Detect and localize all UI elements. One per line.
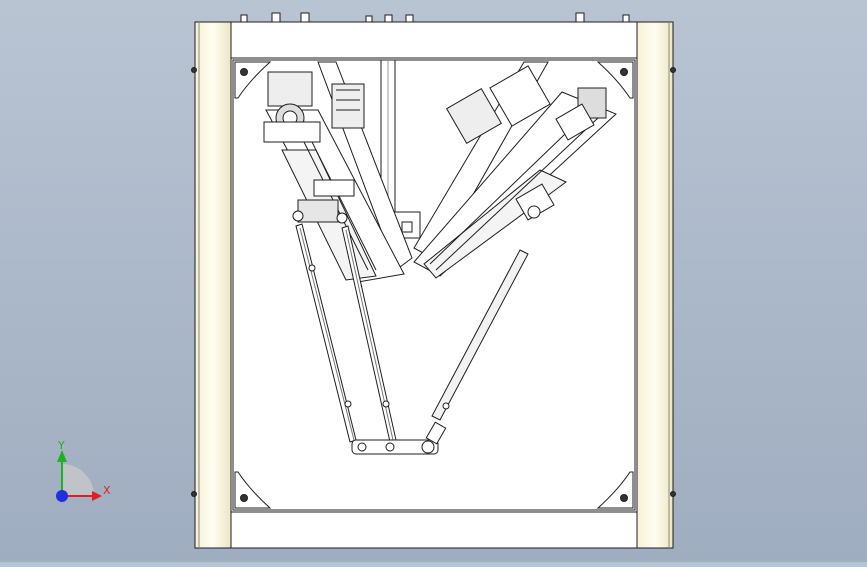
triad-plane-shade — [62, 464, 94, 496]
bottom-beam — [230, 511, 638, 549]
center-column — [380, 59, 421, 239]
top-fittings — [240, 12, 630, 23]
y-axis-label: Y — [57, 439, 65, 452]
x-axis-arrow-icon — [92, 491, 102, 501]
end-effector — [351, 421, 447, 455]
corner-brackets — [191, 61, 676, 509]
right-actuator — [413, 61, 617, 279]
coordinate-triad: Y X — [40, 438, 120, 508]
inner-panel — [232, 59, 636, 511]
left-motor-housing — [267, 71, 313, 107]
z-axis-dot-icon — [56, 490, 68, 502]
left-post — [194, 21, 232, 549]
y-axis-arrow-icon — [57, 450, 67, 462]
top-beam — [230, 21, 638, 59]
right-post — [636, 21, 674, 549]
delta-arms — [292, 205, 541, 443]
right-motor-housing — [445, 87, 503, 145]
x-axis-label: X — [103, 484, 111, 497]
